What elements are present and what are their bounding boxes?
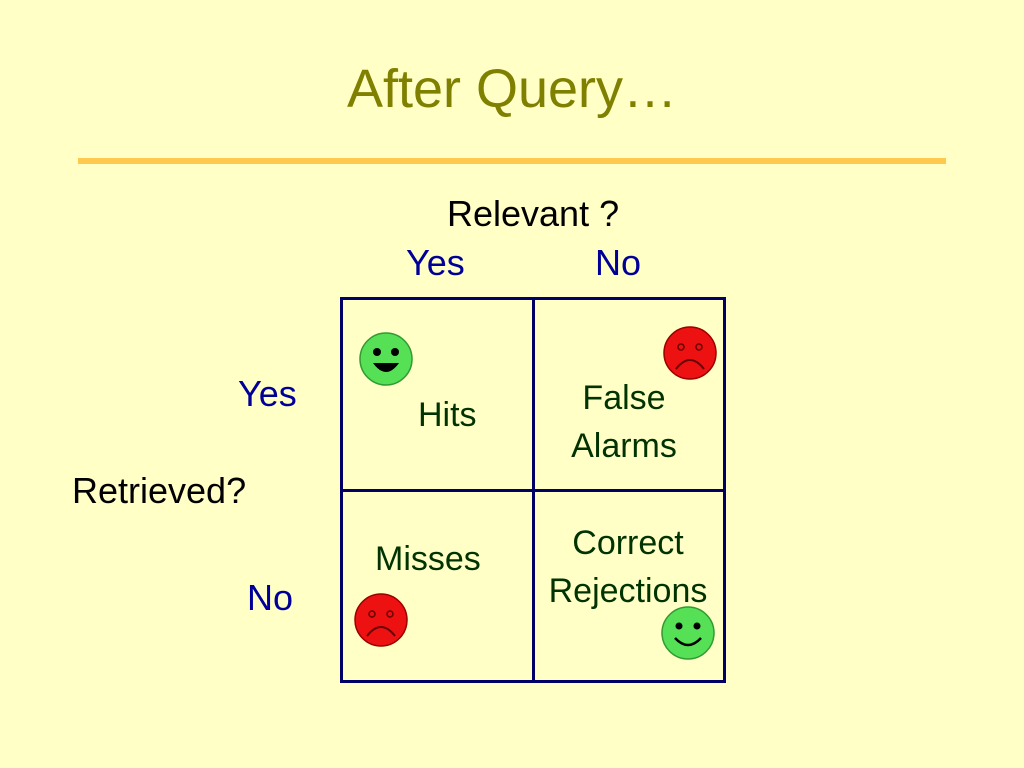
cell-correct-rejections: Correct Rejections [536,519,720,615]
row-no-label: No [247,577,294,618]
title-divider [78,158,946,164]
correct-rejections-line-1: Correct [572,524,684,562]
cell-misses: Misses [375,540,481,578]
happy-face-icon [359,332,413,386]
happy-face-icon [661,606,715,660]
column-no-label: No [595,242,642,283]
sad-face-icon [663,326,717,380]
grid-horizontal-divider [340,489,726,492]
cell-false-alarms: False Alarms [537,374,711,470]
row-yes-label: Yes [238,373,297,414]
confusion-matrix-grid [340,297,726,683]
relevant-header: Relevant ? [447,193,620,234]
false-alarms-line-1: False [582,379,666,417]
column-yes-label: Yes [406,242,465,283]
slide-title: After Query… [346,59,678,119]
false-alarms-line-2: Alarms [571,427,677,465]
correct-rejections-line-2: Rejections [548,572,708,610]
sad-face-icon [354,593,408,647]
retrieved-header: Retrieved? [72,470,247,511]
cell-hits: Hits [418,396,477,434]
